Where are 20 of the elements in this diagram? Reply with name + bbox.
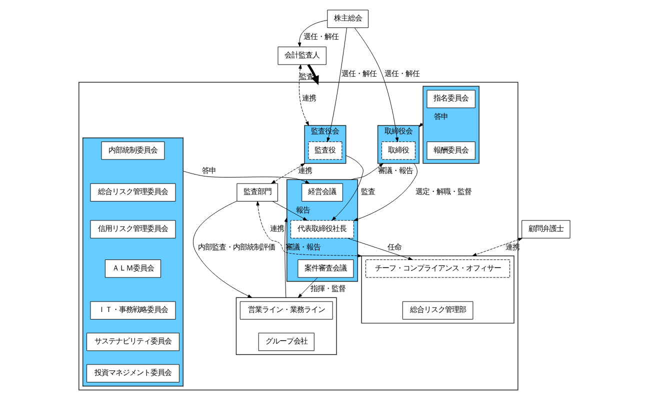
arrow <box>182 170 310 184</box>
arrow <box>298 277 318 298</box>
arrow <box>307 64 319 86</box>
cluster <box>236 297 337 356</box>
arrow <box>271 163 306 184</box>
arrow <box>192 200 252 298</box>
cluster <box>82 137 184 386</box>
arrow <box>284 218 288 298</box>
arrow <box>354 28 399 142</box>
arrow <box>298 64 309 126</box>
arrow <box>256 201 362 258</box>
arrow <box>472 238 523 256</box>
arrow <box>354 163 418 221</box>
arrow <box>332 155 364 221</box>
arrow <box>326 28 348 142</box>
arrow <box>351 163 384 180</box>
arrow <box>347 238 413 260</box>
arrow <box>418 122 424 128</box>
arrow <box>298 20 328 47</box>
arrow <box>272 201 308 221</box>
